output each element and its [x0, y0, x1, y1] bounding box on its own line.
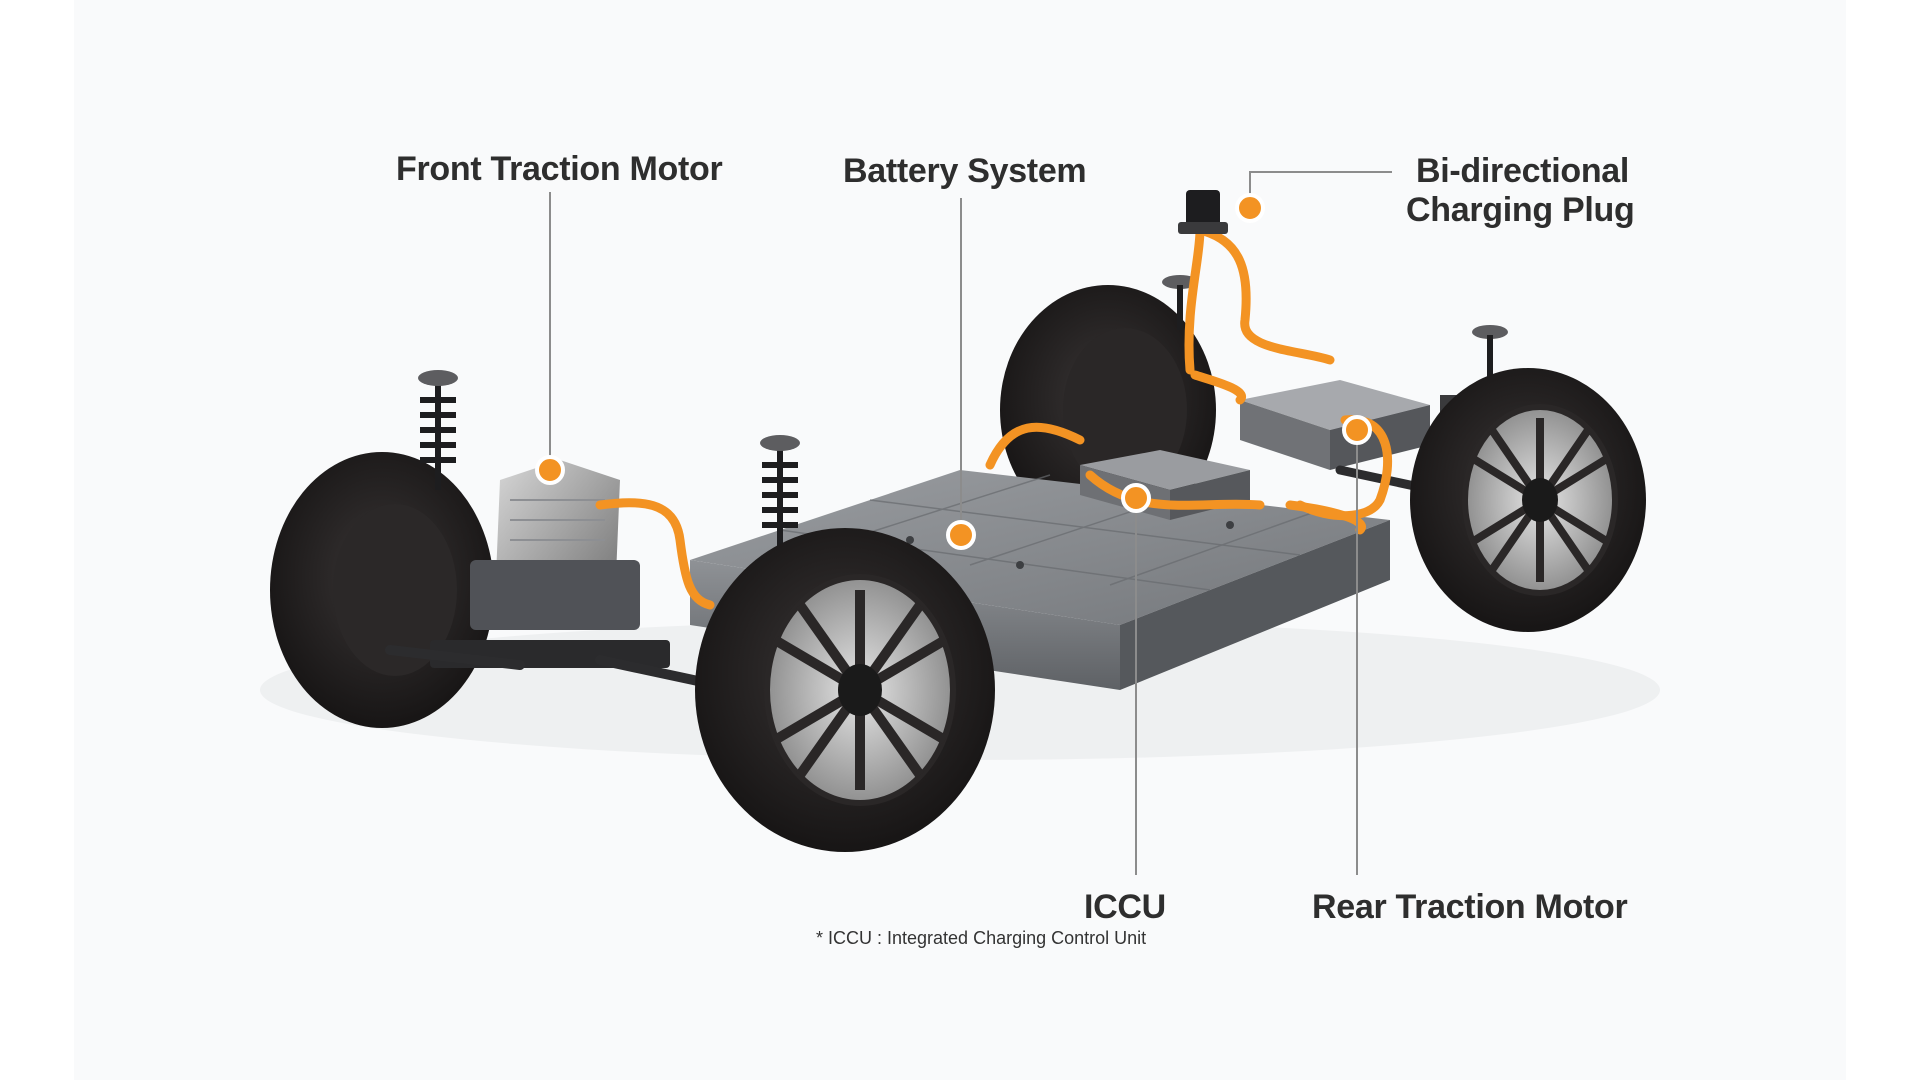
hotspot-iccu	[1121, 483, 1151, 513]
label-iccu: ICCU	[1084, 888, 1166, 926]
orange-hv-cables	[595, 225, 1393, 610]
hotspot-front-motor	[535, 455, 565, 485]
label-bidirectional-line1: Bi-directional	[1416, 152, 1630, 190]
front-right-suspension	[762, 445, 798, 560]
hotspot-battery	[946, 520, 976, 550]
front-left-wheel	[270, 452, 494, 728]
front-right-wheel	[695, 528, 995, 852]
hotspot-bidirectional	[1235, 193, 1265, 223]
label-rear-traction-motor: Rear Traction Motor	[1312, 888, 1628, 926]
rear-left-strut-top	[1162, 275, 1198, 289]
label-front-traction-motor: Front Traction Motor	[396, 150, 723, 188]
leader-line-bidirectional	[1249, 171, 1392, 208]
rear-right-wheel	[1410, 368, 1646, 632]
hotspot-rear-motor	[1342, 415, 1372, 445]
iccu-footnote: * ICCU : Integrated Charging Control Uni…	[816, 928, 1147, 948]
charging-plug-unit	[1178, 190, 1228, 234]
label-bidirectional-line2: Charging Plug	[1406, 191, 1635, 229]
label-battery-system: Battery System	[843, 152, 1087, 190]
rear-right-strut-top	[1472, 325, 1508, 339]
front-left-suspension	[420, 380, 456, 490]
